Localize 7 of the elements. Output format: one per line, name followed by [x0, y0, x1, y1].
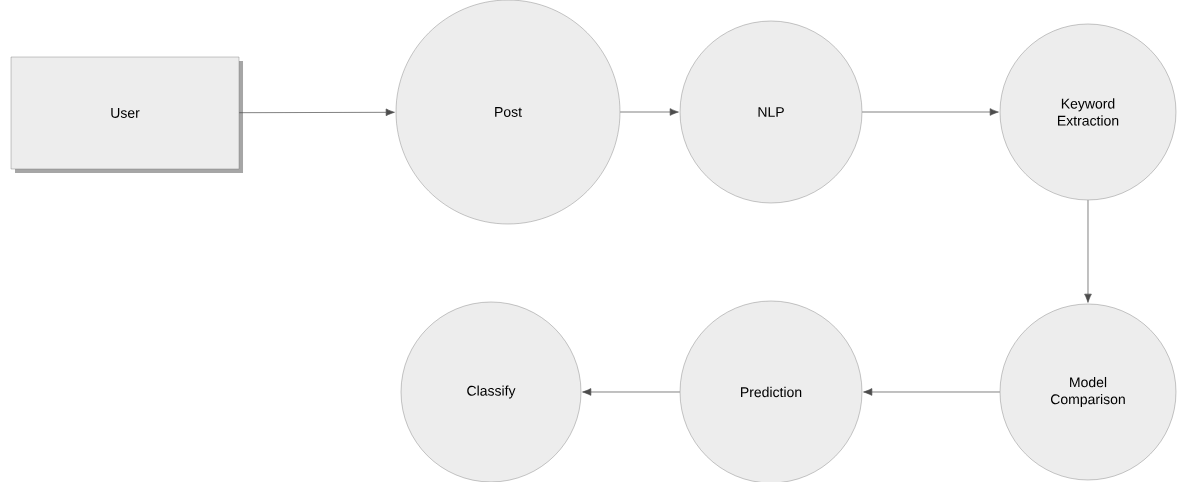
- arrow: [861, 108, 999, 116]
- arrow: [619, 108, 679, 116]
- arrow: [1084, 199, 1092, 303]
- arrow: [863, 388, 1001, 396]
- arrow: [582, 388, 681, 396]
- entity-box: User: [10, 56, 243, 173]
- arrow: [238, 108, 395, 117]
